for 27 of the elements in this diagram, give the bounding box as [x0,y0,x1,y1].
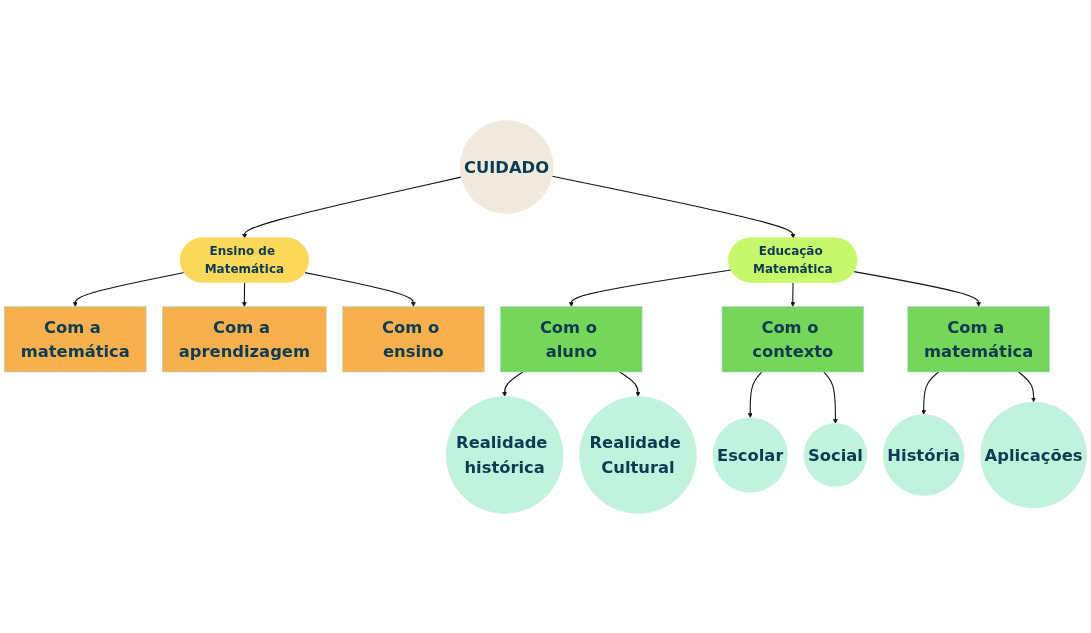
arrow [72,271,185,307]
arrow [242,176,462,239]
arrow [790,281,796,307]
node-box: Com a matemática [907,305,1050,372]
node-box: Com o contexto [721,305,864,372]
node-circle: Escolar [712,416,788,493]
node-circle: Realidade Cultural [579,395,697,514]
node-circle: Social [803,422,868,487]
node-box: Com o aluno [500,305,643,372]
arrow [853,270,982,307]
arrow [551,175,796,239]
arrow [304,271,416,307]
node-box: Com a aprendizagem [162,305,327,372]
node-circle: História [883,413,965,496]
arrow [619,370,641,397]
arrow [568,268,732,307]
node-circle: CUIDADO [459,119,554,214]
arrow [502,370,524,397]
arrow [921,370,940,415]
arrow [747,370,763,418]
arrow [1018,370,1036,402]
arrow [823,370,838,424]
node-box: Com a matemática [4,305,147,372]
node-circle: Aplicações [980,401,1087,508]
arrow [242,281,247,307]
node-circle: Realidade histórica [445,395,564,514]
node-box: Com o ensino [342,305,485,372]
